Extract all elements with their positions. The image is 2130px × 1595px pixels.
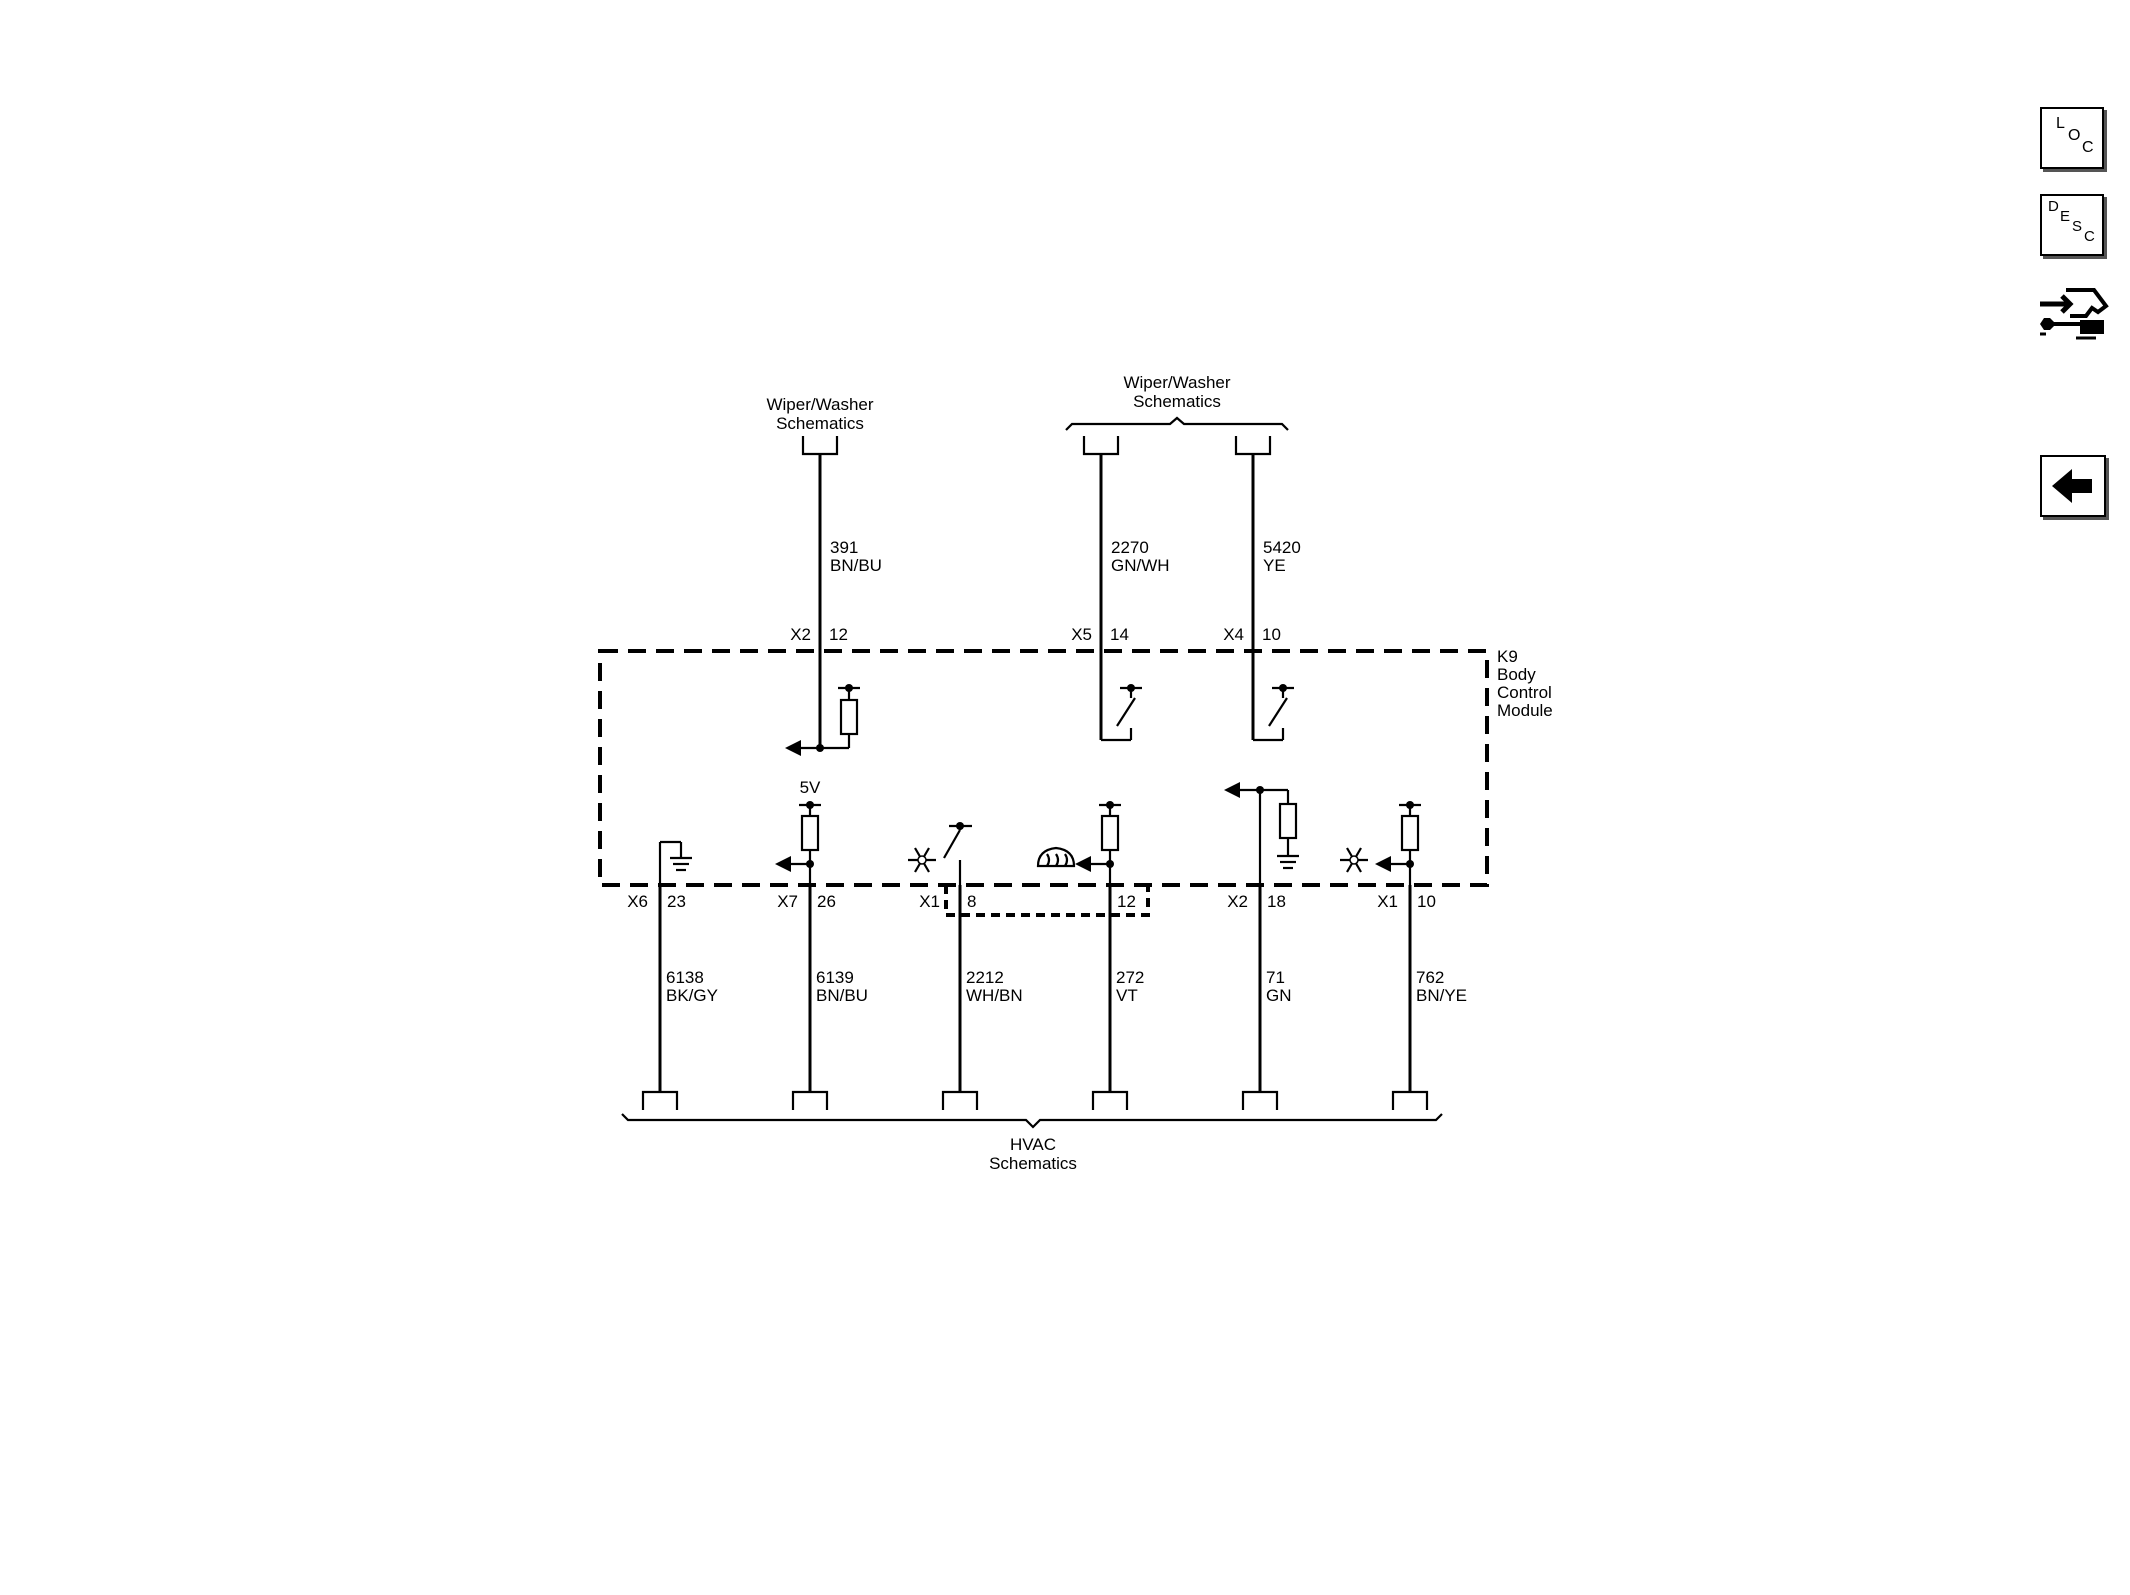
pin-label: 12	[829, 625, 848, 644]
wire-color: GN/WH	[1111, 556, 1170, 575]
bottom-label-line2: Schematics	[989, 1154, 1077, 1173]
snowflake-icon	[908, 847, 936, 873]
wire-color: BK/GY	[666, 986, 718, 1005]
description-button[interactable]: D E S C	[2040, 194, 2104, 256]
top-connector-1	[801, 436, 839, 456]
input-circuit-6139: 5V	[775, 778, 821, 890]
bottom-connector-1	[641, 1090, 679, 1110]
loc-letter: C	[2082, 139, 2094, 156]
bottom-connector-4	[1091, 1090, 1129, 1110]
switch-2270	[1101, 684, 1142, 742]
connector-label: X2	[1227, 892, 1248, 911]
top-right-label-line1: Wiper/Washer	[1123, 373, 1230, 392]
wire-color: BN/YE	[1416, 986, 1467, 1005]
wire-color: GN	[1266, 986, 1292, 1005]
circuit-number: 391	[830, 538, 858, 557]
desc-letter: E	[2060, 208, 2071, 225]
loc-letter: O	[2068, 127, 2081, 144]
circuit-number: 71	[1266, 968, 1285, 987]
pin-label: 18	[1267, 892, 1286, 911]
wire-color: VT	[1116, 986, 1138, 1005]
back-button[interactable]	[2040, 455, 2106, 517]
connector-label: X5	[1071, 625, 1092, 644]
circuit-number: 5420	[1263, 538, 1301, 557]
linked-switch-boundary	[944, 885, 1150, 917]
input-circuit-391	[785, 684, 860, 756]
wire-color: YE	[1263, 556, 1286, 575]
circuit-number: 2270	[1111, 538, 1149, 557]
module-label-line1: K9	[1497, 647, 1518, 666]
bottom-connector-2	[791, 1090, 829, 1110]
connector-repair-button[interactable]	[2036, 280, 2112, 352]
body-control-module-boundary	[598, 649, 1489, 887]
connector-label: X4	[1223, 625, 1244, 644]
connector-wrench-icon	[2040, 288, 2109, 340]
module-label-line4: Module	[1497, 701, 1553, 720]
output-circuit-71	[1224, 782, 1299, 890]
input-circuit-762	[1375, 801, 1421, 890]
arrow-left-icon	[2052, 469, 2092, 503]
circuit-number: 6139	[816, 968, 854, 987]
supply-voltage-label: 5V	[800, 778, 821, 797]
top-right-label-line2: Schematics	[1133, 392, 1221, 411]
pin-label: 14	[1110, 625, 1129, 644]
desc-letter: S	[2072, 218, 2083, 235]
bottom-connector-5	[1241, 1090, 1279, 1110]
pin-label: 12	[1117, 892, 1136, 911]
connector-label: X1	[1377, 892, 1398, 911]
connector-label: X6	[627, 892, 648, 911]
circuit-number: 272	[1116, 968, 1144, 987]
circuit-number: 6138	[666, 968, 704, 987]
snowflake-icon	[1340, 847, 1368, 873]
desc-letter: D	[2048, 198, 2059, 215]
module-label-line2: Body	[1497, 665, 1536, 684]
connector-label: X1	[919, 892, 940, 911]
ground-6138	[658, 840, 692, 890]
location-button[interactable]: L O C	[2040, 107, 2104, 169]
top-left-label-line1: Wiper/Washer	[766, 395, 873, 414]
circuit-number: 2212	[966, 968, 1004, 987]
wire-color: BN/BU	[816, 986, 868, 1005]
connector-label: X7	[777, 892, 798, 911]
top-connector-3	[1234, 436, 1272, 456]
desc-letter: C	[2084, 228, 2095, 245]
switch-5420	[1253, 684, 1294, 742]
bottom-connector-3	[941, 1090, 979, 1110]
pin-label: 26	[817, 892, 836, 911]
bottom-connector-6	[1391, 1090, 1429, 1110]
pin-label: 10	[1262, 625, 1281, 644]
top-left-label-line2: Schematics	[776, 414, 864, 433]
bottom-brace	[621, 1113, 1443, 1129]
circuit-number: 762	[1416, 968, 1444, 987]
bottom-label-line1: HVAC	[1010, 1135, 1056, 1154]
pin-label: 8	[967, 892, 976, 911]
wire-color: WH/BN	[966, 986, 1023, 1005]
pin-label: 10	[1417, 892, 1436, 911]
top-brace	[1065, 416, 1289, 431]
loc-letter: L	[2056, 115, 2065, 132]
top-connector-2	[1082, 436, 1120, 456]
module-label-line3: Control	[1497, 683, 1552, 702]
connector-label: X2	[790, 625, 811, 644]
defrost-icon	[1036, 846, 1076, 868]
input-circuit-272	[1075, 801, 1121, 890]
switch-2212	[943, 822, 972, 890]
wire-color: BN/BU	[830, 556, 882, 575]
pin-label: 23	[667, 892, 686, 911]
